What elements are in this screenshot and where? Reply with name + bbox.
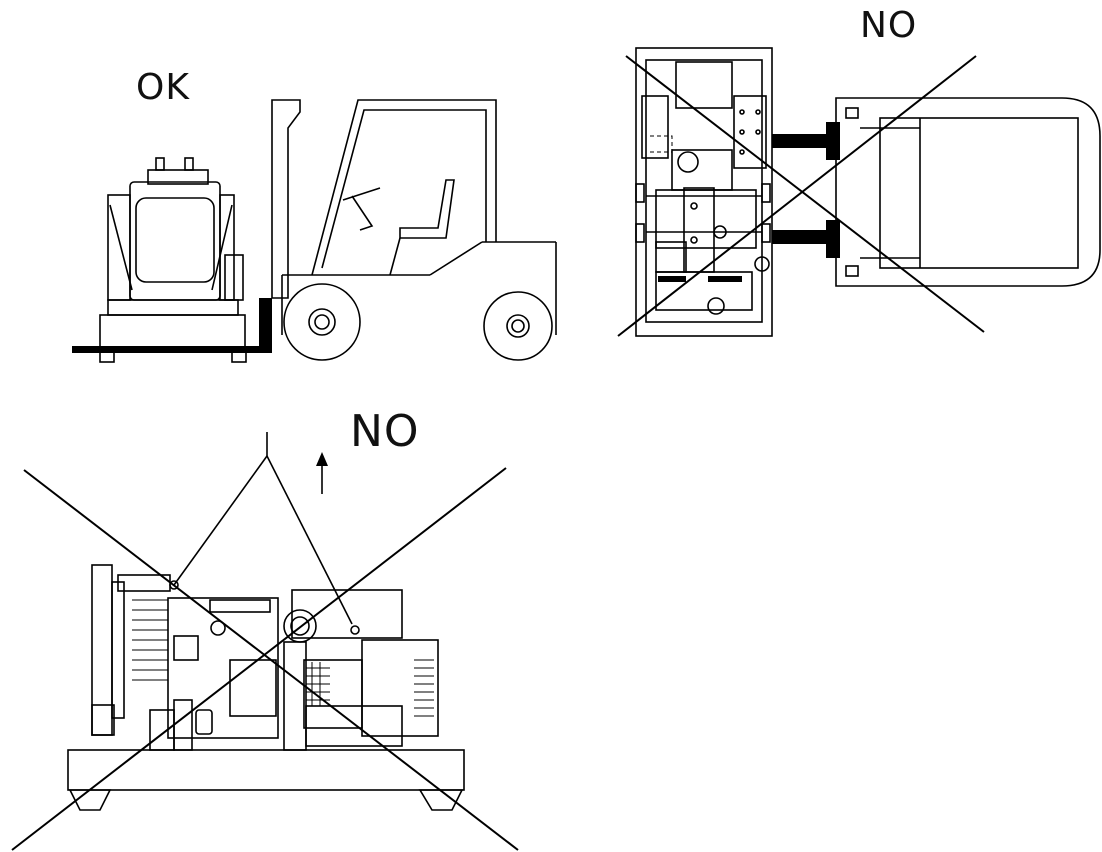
arrow-up-icon xyxy=(316,452,328,494)
panel-ok-forklift-side xyxy=(72,99,557,363)
panel-no-forklift-top xyxy=(617,47,1101,337)
panel-no-crane-lift xyxy=(11,432,519,851)
cross-mark-icon xyxy=(11,467,519,851)
generator-set-top-icon xyxy=(635,47,773,337)
label-ok: OK xyxy=(136,67,190,108)
crane-hook-icon xyxy=(169,432,360,635)
forklift-side-icon xyxy=(271,99,557,361)
forklift-top-icon xyxy=(835,97,1101,287)
generator-set-side-icon xyxy=(99,157,247,363)
generator-set-side-large-icon xyxy=(67,564,465,811)
cross-mark-icon xyxy=(617,55,985,337)
label-no-top: NO xyxy=(860,5,918,46)
label-no-bottom: NO xyxy=(350,406,420,457)
